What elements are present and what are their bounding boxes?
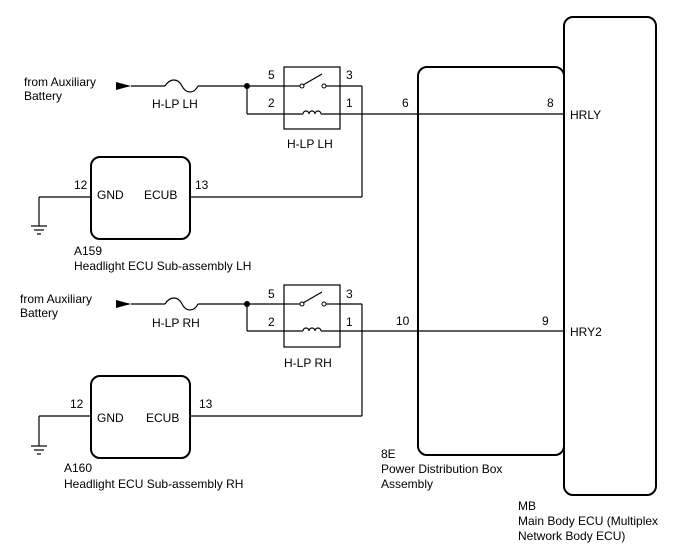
top-ecu-code: A159 xyxy=(74,244,102,258)
pdb-name-line2: Assembly xyxy=(381,477,433,491)
top-relay-pin-2: 2 xyxy=(268,96,275,110)
headlight-ecu-lh-box xyxy=(90,156,191,240)
bottom-fuse-label: H-LP RH xyxy=(152,316,200,330)
fuse-icon xyxy=(164,297,199,311)
bottom-relay-label: H-LP RH xyxy=(284,356,332,370)
bottom-source-label-line1: from Auxiliary xyxy=(20,292,92,306)
top-relay-pin-1: 1 xyxy=(346,96,353,110)
bottom-pdb-pin: 10 xyxy=(396,314,410,328)
relay-switch-icon xyxy=(284,73,340,89)
relay-coil-icon xyxy=(284,327,340,332)
top-relay-box xyxy=(283,66,341,130)
pdb-name-line1: Power Distribution Box xyxy=(381,462,502,476)
ground-icon xyxy=(31,445,47,455)
main-body-ecu-box xyxy=(563,16,657,496)
bottom-ecu-ecub-terminal: ECUB xyxy=(146,411,179,425)
bottom-ecu-code: A160 xyxy=(64,461,92,475)
bottom-relay-pin-3: 3 xyxy=(346,287,353,301)
top-fuse-label: H-LP LH xyxy=(152,97,198,111)
bottom-mb-pin: 9 xyxy=(542,314,549,328)
top-ecu-pin-12: 12 xyxy=(74,178,88,192)
top-mb-pin: 8 xyxy=(547,96,554,110)
top-relay-pin-5: 5 xyxy=(268,68,275,82)
relay-switch-icon xyxy=(284,291,340,307)
arrow-icon xyxy=(116,300,131,308)
pdb-code: 8E xyxy=(381,447,396,461)
bottom-ecu-pin-13: 13 xyxy=(199,397,213,411)
relay-coil-icon xyxy=(284,110,340,115)
mb-code: MB xyxy=(518,499,536,513)
top-circuit: from Auxiliary Battery H-LP LH 5 3 2 1 xyxy=(24,66,601,273)
bottom-source-label-line2: Battery xyxy=(20,306,58,320)
top-ecu-pin-13: 13 xyxy=(195,178,209,192)
bottom-circuit: from Auxiliary Battery H-LP RH 5 3 2 1 H… xyxy=(20,284,602,491)
top-ecu-ecub-terminal: ECUB xyxy=(144,188,177,202)
fuse-icon xyxy=(164,79,199,93)
bottom-ecu-name: Headlight ECU Sub-assembly RH xyxy=(64,477,243,491)
top-relay-pin-3: 3 xyxy=(346,68,353,82)
top-mb-terminal: HRLY xyxy=(570,108,601,122)
arrow-icon xyxy=(116,82,131,90)
bottom-relay-pin-1: 1 xyxy=(346,315,353,329)
mb-name-line1: Main Body ECU (Multiplex xyxy=(518,514,658,528)
bottom-ecu-gnd-terminal: GND xyxy=(97,411,124,425)
bottom-relay-pin-2: 2 xyxy=(268,315,275,329)
bottom-relay-box xyxy=(283,284,341,348)
headlight-ecu-rh-box xyxy=(90,375,191,459)
power-distribution-box xyxy=(417,66,565,456)
top-ecu-gnd-terminal: GND xyxy=(97,188,124,202)
mb-name-line2: Network Body ECU) xyxy=(518,529,625,543)
bottom-ecu-pin-12: 12 xyxy=(70,397,84,411)
top-relay-label: H-LP LH xyxy=(287,137,333,151)
bottom-relay-pin-5: 5 xyxy=(268,287,275,301)
top-source-label-line1: from Auxiliary xyxy=(24,75,96,89)
ground-icon xyxy=(31,225,47,235)
top-source-label-line2: Battery xyxy=(24,89,62,103)
top-pdb-pin: 6 xyxy=(402,96,409,110)
bottom-mb-terminal: HRY2 xyxy=(570,325,602,339)
top-ecu-name: Headlight ECU Sub-assembly LH xyxy=(74,259,251,273)
